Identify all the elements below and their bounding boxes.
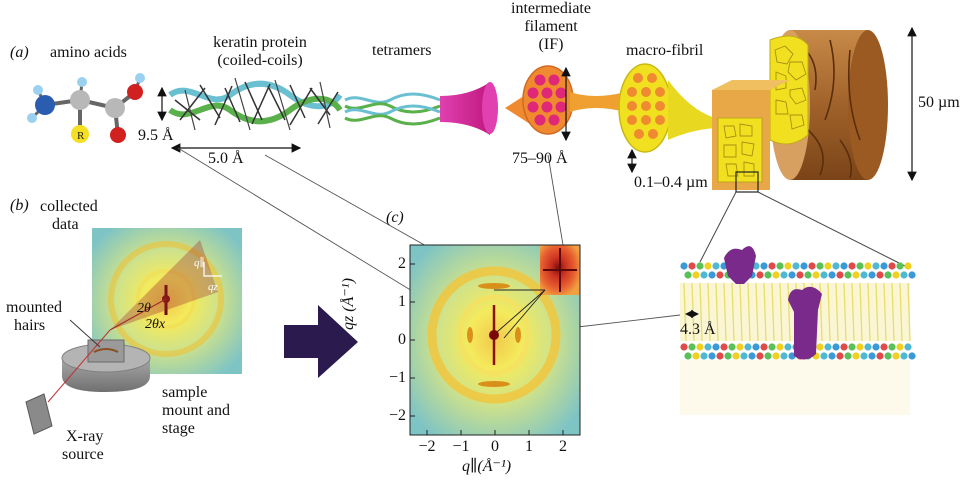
mounted-hairs-label-1: mounted	[6, 299, 62, 316]
diffraction-ring-outer	[427, 266, 561, 404]
panel-label-b: (b)	[10, 197, 29, 214]
collected-data-label-2: data	[52, 216, 79, 233]
y-tick-label: 1	[398, 293, 406, 310]
angle-2theta-label: 2θ	[137, 301, 151, 316]
dim-5-0-label: 5.0 Å	[208, 150, 244, 167]
y-tick-label: −1	[388, 369, 406, 386]
keratin-label-2: (coiled-coils)	[217, 52, 303, 69]
y-tick-label: 0	[398, 331, 406, 348]
membrane-protein-2	[788, 286, 822, 360]
if-label-3: (IF)	[538, 36, 564, 53]
y-axis-label: qz (Å⁻¹)	[340, 278, 357, 330]
x-tick-label: −2	[418, 438, 436, 455]
hair-zoom-box	[735, 171, 759, 193]
amino-acid-molecule	[27, 73, 145, 143]
macrofibril-funnel	[668, 80, 715, 140]
panel-label-a: (a)	[10, 44, 29, 61]
dim-75-90-label: 75–90 Å	[512, 150, 568, 167]
detector-qz: qz	[208, 281, 218, 293]
lipid-membrane	[680, 246, 916, 415]
y-tick-marks	[410, 263, 415, 417]
hair-mount	[87, 339, 125, 363]
hair-shaft	[712, 30, 888, 190]
magenta-filament-horn	[440, 82, 490, 135]
tetramers-label: tetramers	[372, 42, 432, 59]
membrane-spacing-label: 4.3 Å	[680, 321, 716, 338]
membrane-headgroups-bottom	[680, 343, 916, 360]
zoom-line-right	[757, 191, 906, 267]
x-tick-label: 1	[525, 438, 533, 455]
xray-beam	[47, 329, 111, 403]
macrofibril-subunits	[627, 73, 665, 139]
if-to-macrofibril-tube	[570, 92, 625, 112]
keratin-label-1: keratin protein	[213, 34, 307, 51]
mounted-hairs-label-2: hairs	[14, 317, 46, 334]
x-tick-label: 2	[559, 438, 567, 455]
if-label-1: intermediate	[511, 0, 591, 17]
xray-source-label-1: X-ray	[66, 428, 104, 445]
process-arrow	[284, 305, 358, 378]
x-tick-label: −1	[452, 438, 470, 455]
collected-data-label-1: collected	[40, 198, 98, 215]
beam-cone	[110, 240, 218, 330]
y-tick-label: 2	[398, 255, 406, 272]
x-axis-label: q∥(Å⁻¹)	[462, 458, 512, 475]
sample-mount-label-2: mount and	[162, 402, 230, 419]
keratin-coiled-coil	[168, 77, 343, 131]
sample-mount-label-1: sample	[162, 384, 208, 401]
dim-hair-label: 50 µm	[918, 94, 960, 111]
xray-source-label-2: source	[62, 446, 104, 463]
macro-fibril-label: macro-fibril	[626, 42, 704, 59]
dim-9-5-label: 9.5 Å	[138, 127, 174, 144]
x-tick-label: 0	[491, 438, 499, 455]
x-tick-marks	[426, 430, 564, 435]
detector-speckle	[108, 241, 224, 357]
y-tick-label: −2	[388, 407, 406, 424]
membrane-headgroups-top	[680, 262, 916, 279]
sample-mount-label-3: stage	[162, 420, 195, 437]
if-label-2: filament	[524, 18, 578, 35]
diffraction-ring-inner	[457, 294, 531, 376]
connector-if	[547, 154, 564, 246]
zoom-line-left	[699, 191, 737, 263]
membrane-protein-1	[724, 246, 756, 284]
amino-acids-label: amino acids	[50, 44, 127, 61]
mounted-hairs-pointer	[69, 319, 101, 348]
dim-macro-label: 0.1–0.4 µm	[634, 174, 708, 191]
panel-label-c: (c)	[386, 209, 404, 226]
diffraction-plot	[409, 244, 581, 436]
atom-r-label: R	[77, 130, 85, 142]
xray-source	[25, 393, 53, 435]
tetramer-coils	[344, 92, 441, 126]
angle-2theta-x-label: 2θx	[145, 317, 166, 332]
detector-q-parallel: q∥	[194, 257, 205, 269]
